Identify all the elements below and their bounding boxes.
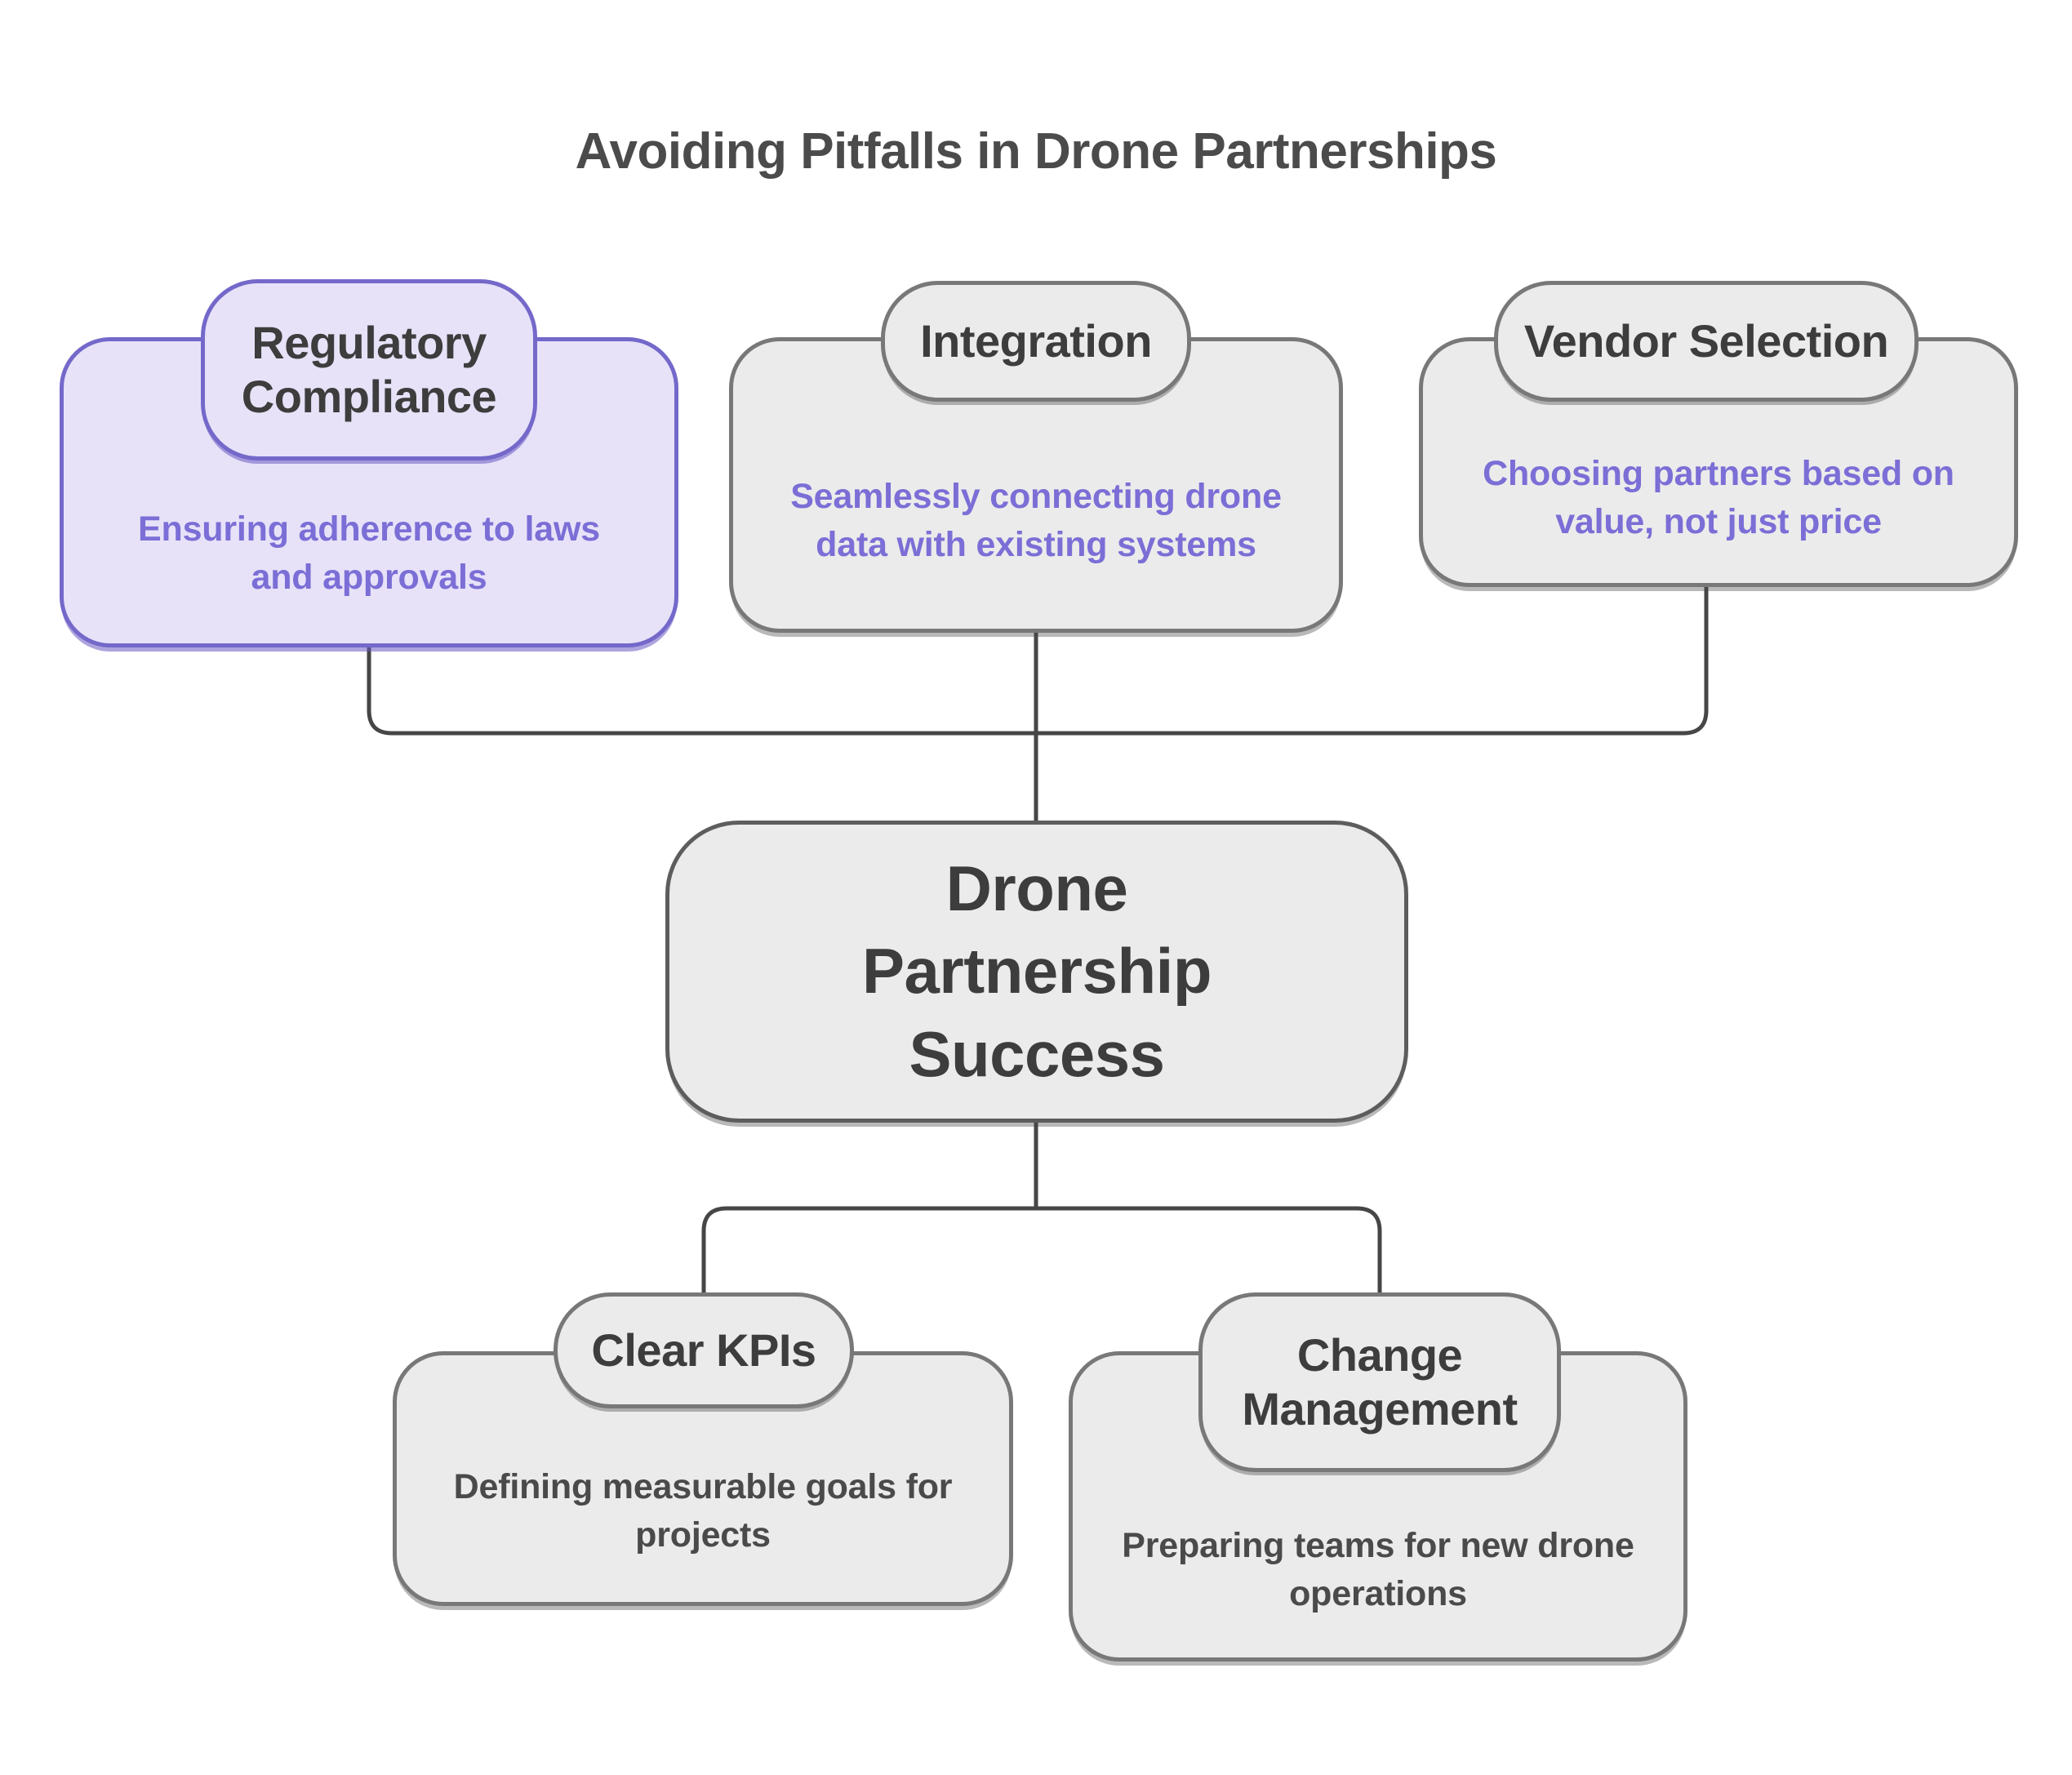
node-change-management-description: Preparing teams for new drone operations xyxy=(1122,1525,1634,1613)
node-integration-title: Integration xyxy=(881,281,1191,402)
node-drone-partnership-success: Drone Partnership Success xyxy=(665,821,1408,1123)
node-clear-kpis-description: Defining measurable goals for projects xyxy=(453,1466,953,1555)
node-regulatory-compliance-description: Ensuring adherence to laws and approvals xyxy=(138,509,600,597)
node-drone-partnership-success-title: Drone Partnership Success xyxy=(862,852,1212,1090)
node-vendor-selection-title: Vendor Selection xyxy=(1494,281,1919,402)
node-change-management-title: Change Management xyxy=(1198,1292,1561,1472)
node-integration-description: Seamlessly connecting drone data with ex… xyxy=(790,476,1282,564)
diagram-title: Avoiding Pitfalls in Drone Partnerships xyxy=(575,123,1497,180)
connector-bottom-bracket xyxy=(701,1206,1382,1294)
node-clear-kpis-title: Clear KPIs xyxy=(554,1292,854,1408)
node-vendor-selection-description: Choosing partners based on value, not ju… xyxy=(1483,453,1954,541)
node-regulatory-compliance-title: Regulatory Compliance xyxy=(201,279,537,460)
